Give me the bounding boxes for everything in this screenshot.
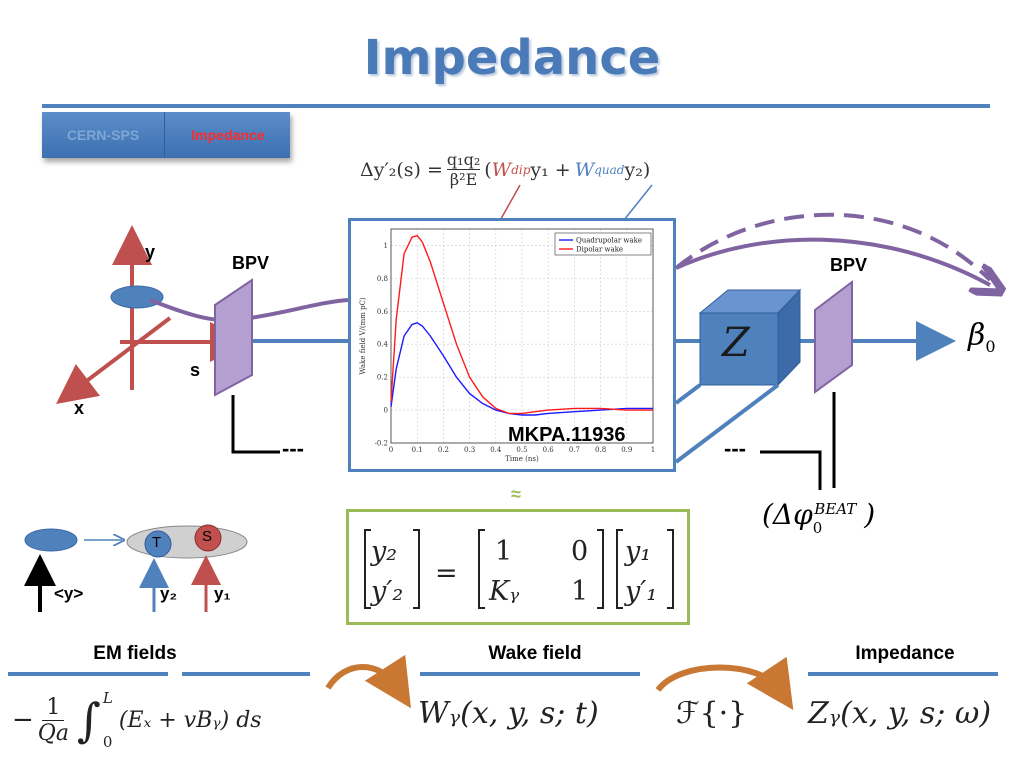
y1-label: y₁ <box>214 584 231 603</box>
y-tick-label: 0.4 <box>377 341 389 349</box>
bunch-t-label: T <box>152 534 162 551</box>
legend-box <box>554 232 652 256</box>
matrix-v1-r1: y₂ <box>370 536 397 567</box>
x-tick-label: 0.7 <box>569 446 580 454</box>
x-tick-label: 0.3 <box>464 446 475 454</box>
x-tick-label: 0 <box>389 446 393 454</box>
x-tick-label: 0.8 <box>595 446 606 454</box>
series-line-dipolar <box>390 234 653 415</box>
bpv-right-plate <box>814 279 853 394</box>
y-tick-label: -0.2 <box>375 440 389 448</box>
bunch-illustration <box>24 524 248 612</box>
y-tick-label: 1 <box>384 242 388 250</box>
x-tick-label: 0.4 <box>490 446 502 454</box>
matrix-v2-r2: y′₁ <box>624 576 657 607</box>
matrix-m12: 0 <box>571 536 588 567</box>
axis-x-label: x <box>74 398 85 418</box>
x-tick-label: 0.1 <box>412 446 423 454</box>
x-tick-label: 0.6 <box>543 446 555 454</box>
wake-formula: Wᵧ(x, y, s; t) <box>418 696 599 731</box>
x-tick-label: 0.2 <box>438 446 449 454</box>
tab-impedance[interactable]: Impedance <box>191 127 265 143</box>
arrow-wake-to-impedance <box>655 656 794 710</box>
matrix-m22: 1 <box>571 576 588 607</box>
y-axis-label: Wake field V/(mm pC) <box>359 297 367 375</box>
matrix-v2-r1: y₁ <box>624 536 651 567</box>
bunch-s-label: S <box>202 528 213 545</box>
axis-y-label: y <box>145 242 156 262</box>
em-fields-title: EM fields <box>93 643 177 664</box>
plot-area <box>390 228 654 444</box>
x-tick-label: 0.9 <box>621 446 632 454</box>
em-formula: − 1 Qa ∫ L 0 (Eₓ + vBᵧ) ds <box>12 689 262 751</box>
impedance-cube <box>698 288 802 387</box>
beam-bunch <box>110 285 164 309</box>
arrow-em-to-wake <box>325 654 411 709</box>
fourier-operator: ℱ{·} <box>676 696 748 731</box>
bpv-right-label: BPV <box>830 255 868 275</box>
y-tick-label: 0.2 <box>377 374 388 382</box>
matrix-m21: Kᵧ <box>488 576 520 607</box>
beta-label: β0 <box>968 318 996 356</box>
impedance-title: Impedance <box>855 643 955 664</box>
x-axis-label: Time (ns) <box>505 455 539 463</box>
legend-entry: Dipolar wake <box>576 246 623 254</box>
axis-s-label: s <box>190 360 201 380</box>
bpv-left-plate <box>214 278 253 397</box>
bpv-left-label: BPV <box>232 253 270 273</box>
coordinate-axes <box>56 225 250 405</box>
dashes-right: --- <box>724 436 746 461</box>
y2-label: y₂ <box>160 584 178 603</box>
phase-beat-label: (Δφ0BEAT) <box>762 498 876 537</box>
impedance-formula: Zᵧ(x, y, s; ω) <box>808 696 992 731</box>
transfer-matrix-box: y₂ y′₂ = 1 0 Kᵧ 1 y₁ y′₁ <box>346 509 690 625</box>
transfer-matrix: y₂ y′₂ = 1 0 Kᵧ 1 y₁ y′₁ <box>364 529 674 609</box>
impedance-z-label: Z <box>722 320 750 366</box>
x-tick-label: 0.5 <box>516 446 527 454</box>
y-tick-label: 0 <box>384 407 388 415</box>
monitor-label: MKPA.11936 <box>508 424 626 446</box>
breadcrumb: CERN-SPS Impedance <box>42 112 290 158</box>
series-line-quadrupolar <box>390 322 653 416</box>
approx-symbol: ≈ <box>511 484 521 504</box>
avg-y-label: <y> <box>54 584 84 603</box>
matrix-m11: 1 <box>495 536 512 567</box>
y-tick-label: 0.8 <box>377 275 388 283</box>
matrix-v1-r2: y′₂ <box>370 576 403 607</box>
wake-field-title: Wake field <box>488 643 582 664</box>
matrix-equals: = <box>435 558 458 589</box>
tab-cern-sps[interactable]: CERN-SPS <box>42 112 165 158</box>
orbit-curve-solid <box>675 237 990 285</box>
dashes-left: --- <box>282 436 304 461</box>
x-tick-label: 1 <box>651 446 655 454</box>
slide-title: Impedance <box>363 30 661 86</box>
legend-entry: Quadrupolar wake <box>576 237 642 245</box>
orbit-curve-dashed <box>674 212 992 282</box>
y-tick-label: 0.6 <box>377 308 389 316</box>
